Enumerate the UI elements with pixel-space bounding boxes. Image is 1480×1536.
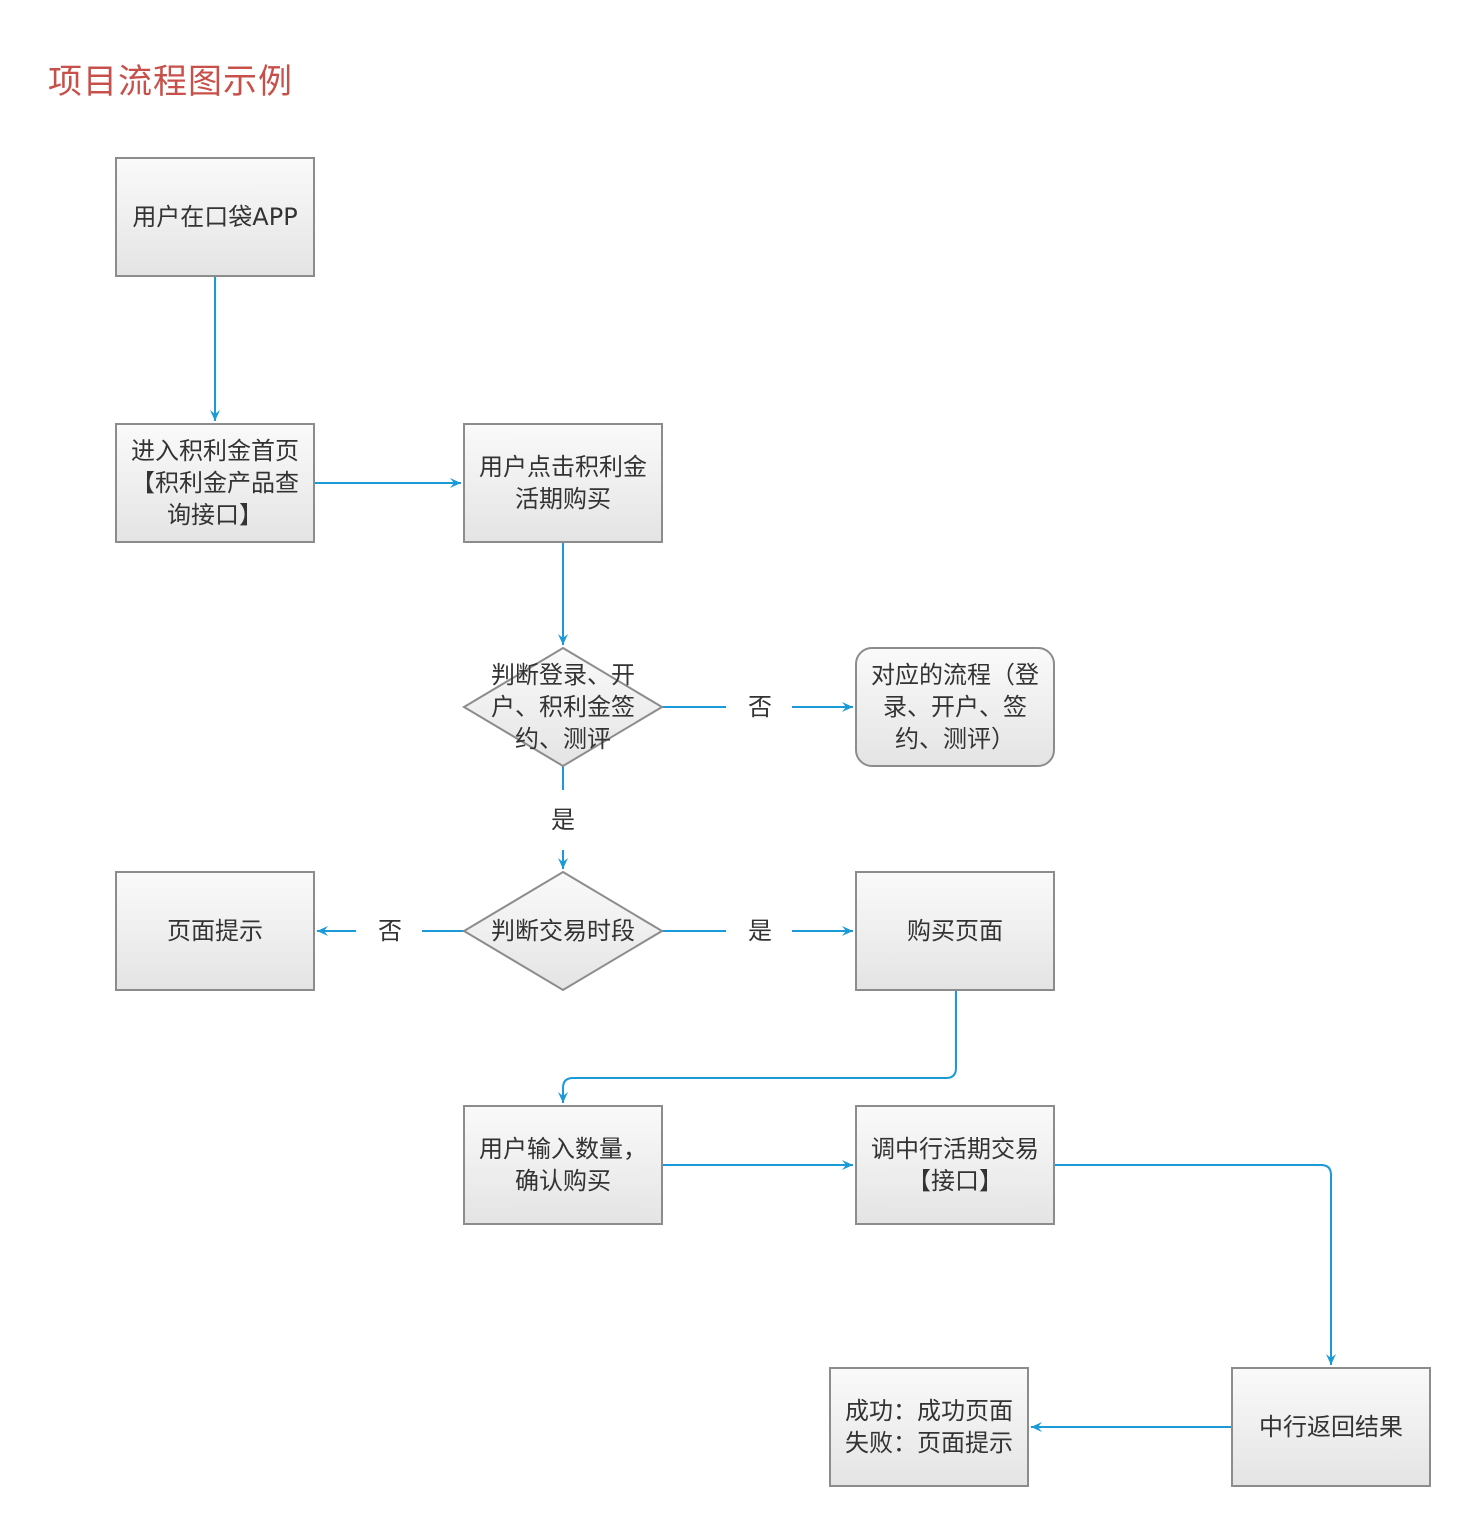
process-box	[855, 871, 1055, 991]
node-label: 中行返回结果	[1259, 1413, 1403, 1441]
connector-n8-to-n9	[558, 990, 957, 1103]
node-n10: 调中行活期交易【接口】	[855, 1105, 1055, 1225]
process-box	[829, 1367, 1029, 1487]
node-label: 【积利金产品查	[131, 469, 299, 497]
process-box	[115, 871, 315, 991]
node-n6: 判断交易时段	[462, 870, 664, 992]
process-box	[115, 423, 315, 543]
node-label: 确认购买	[515, 1167, 611, 1195]
node-label: 【接口】	[907, 1167, 1003, 1195]
node-label: 判断登录、开	[491, 661, 635, 689]
node-n5: 对应的流程（登录、开户、签约、测评）	[855, 647, 1055, 767]
node-label: 失败：页面提示	[845, 1429, 1013, 1457]
connector-n10-to-n11	[1054, 1164, 1336, 1365]
connector-line	[558, 990, 957, 1103]
node-n9: 用户输入数量， 确认购买	[463, 1105, 663, 1225]
connector-n4-to-n5: 否	[662, 693, 853, 721]
node-label: 进入积利金首页	[131, 437, 299, 465]
decision-diamond	[462, 646, 664, 768]
process-box	[855, 1105, 1055, 1225]
node-n8: 购买页面	[855, 871, 1055, 991]
node-n1: 用户在口袋APP	[115, 157, 315, 277]
process-box	[1231, 1367, 1431, 1487]
edge-label: 否	[748, 693, 772, 721]
process-box	[463, 423, 663, 543]
node-label: 购买页面	[907, 917, 1003, 945]
process-box	[115, 157, 315, 277]
node-label: 用户在口袋APP	[132, 203, 297, 231]
process-box	[463, 1105, 663, 1225]
connector-n6-to-n8: 是	[662, 917, 853, 945]
node-label: 成功：成功页面	[845, 1397, 1013, 1425]
node-label: 对应的流程（登	[871, 661, 1039, 689]
node-label: 询接口】	[167, 501, 263, 529]
node-n11: 中行返回结果	[1231, 1367, 1431, 1487]
node-label: 约、测评）	[895, 725, 1015, 753]
edge-label: 是	[551, 806, 575, 834]
node-label: 用户输入数量，	[479, 1135, 647, 1163]
connector-line	[1054, 1164, 1336, 1365]
node-label: 用户点击积利金	[479, 453, 647, 481]
node-label: 判断交易时段	[491, 917, 635, 945]
node-label: 录、开户、签	[883, 693, 1027, 721]
decision-diamond	[462, 870, 664, 992]
node-label: 约、测评	[515, 725, 611, 753]
page-title: 项目流程图示例	[48, 62, 293, 102]
edge-label: 是	[748, 917, 772, 945]
node-label: 调中行活期交易	[871, 1135, 1039, 1163]
node-label: 活期购买	[515, 485, 611, 513]
edge-label: 否	[378, 917, 402, 945]
rounded-process-box	[855, 647, 1055, 767]
connector-n4-to-n6: 是	[551, 766, 575, 869]
node-label: 户、积利金签	[491, 693, 635, 721]
node-label: 页面提示	[167, 917, 263, 945]
node-n7: 页面提示	[115, 871, 315, 991]
connector-n6-to-n7: 否	[317, 917, 464, 945]
